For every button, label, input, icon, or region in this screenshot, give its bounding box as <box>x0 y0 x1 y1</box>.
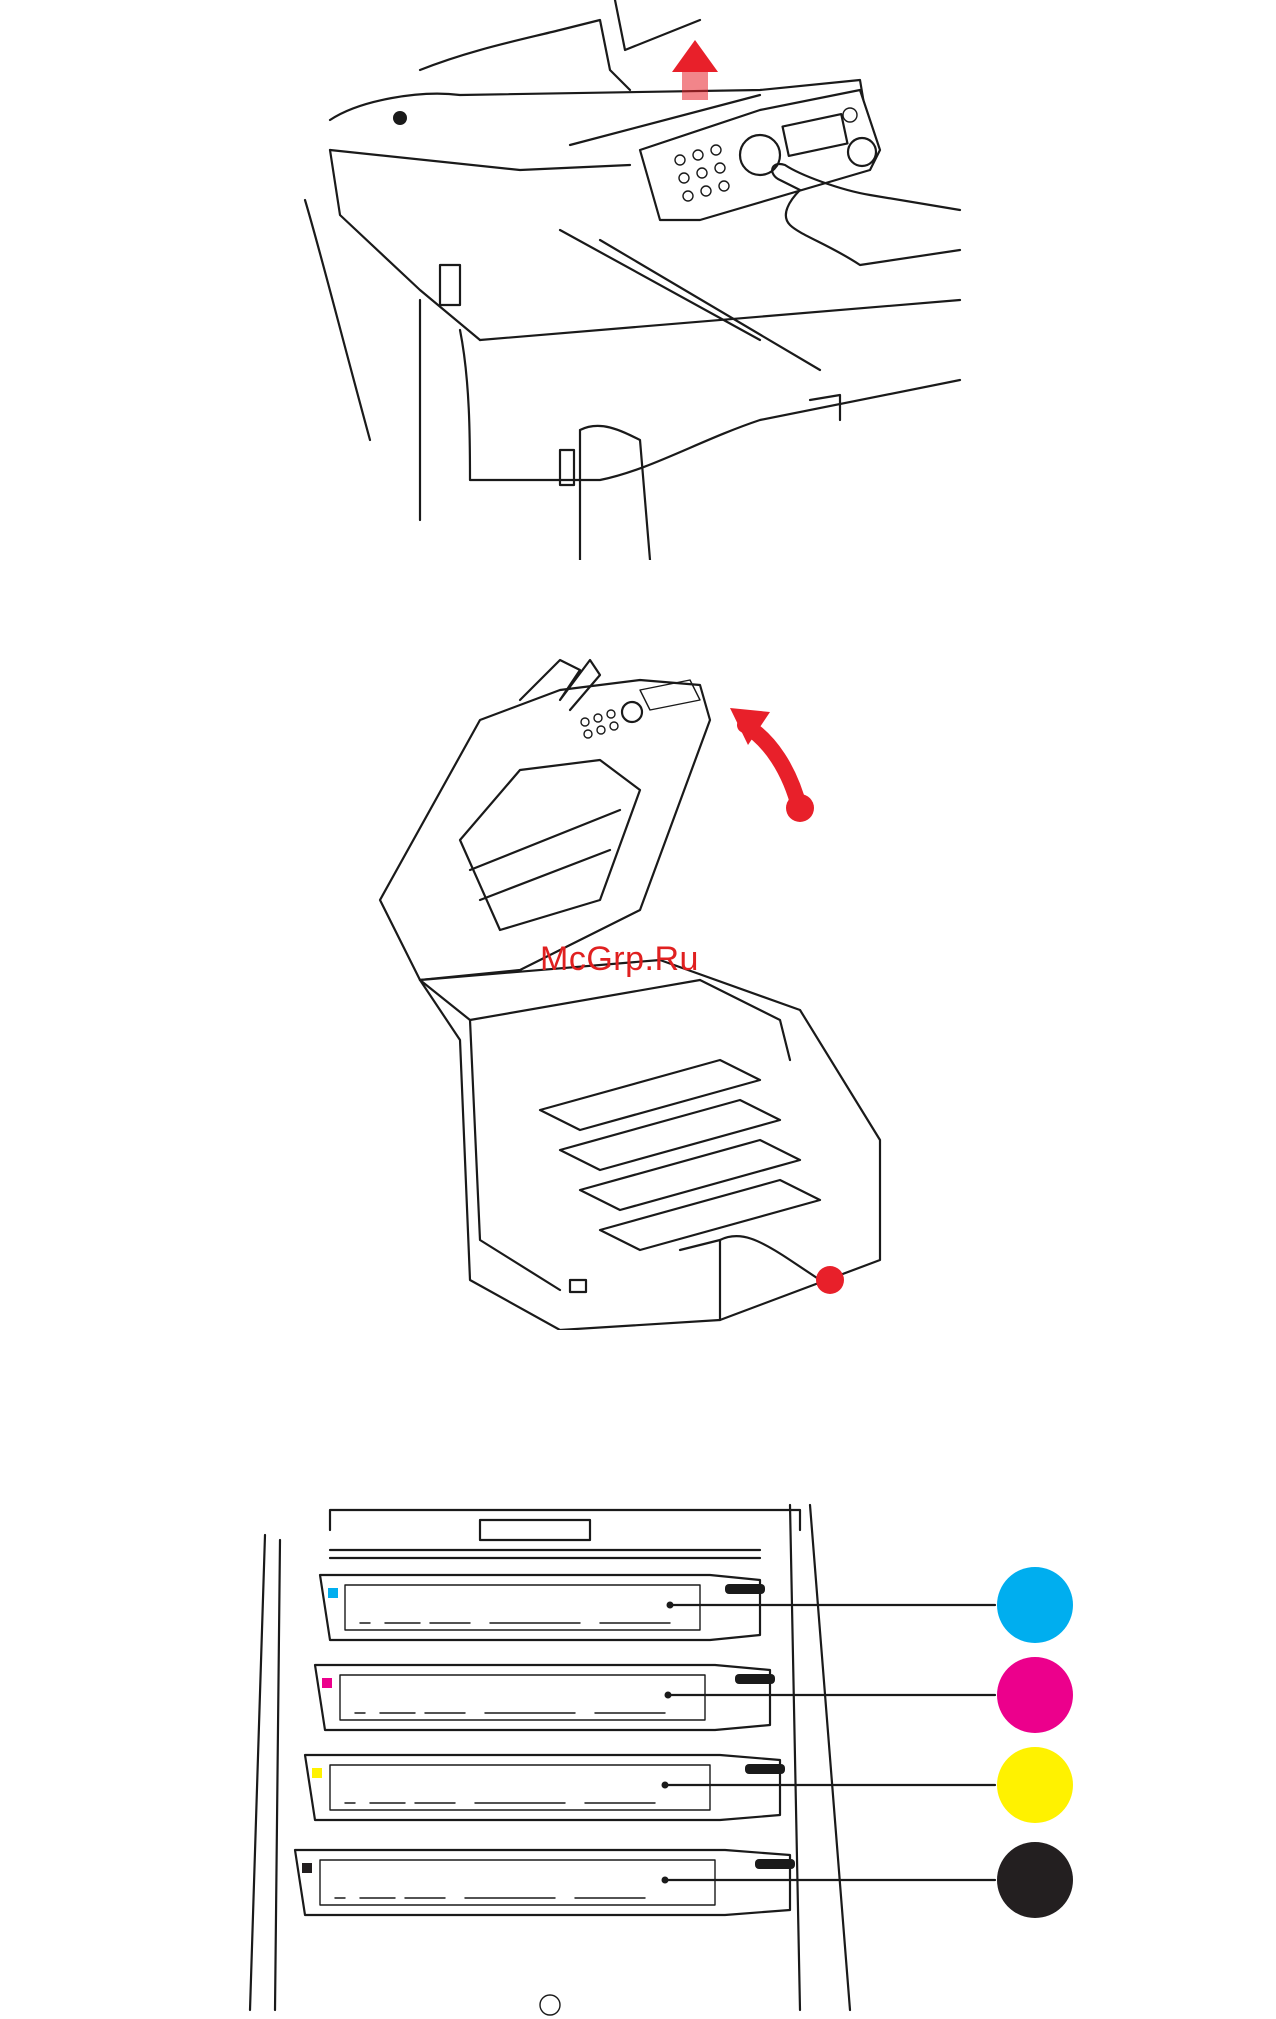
toner-cartridge-yellow <box>305 1755 785 1820</box>
toner-cartridge-magenta <box>315 1665 775 1730</box>
frame-left-rail <box>250 1535 280 2010</box>
magenta-color-swatch <box>322 1678 332 1688</box>
lid-hinge-dot <box>393 111 407 125</box>
toner-cartridge-black <box>295 1850 795 1915</box>
printer-lower-body <box>420 300 650 560</box>
printer-front-drawing <box>0 0 1276 560</box>
output-tray-edge <box>480 300 960 340</box>
raised-scanner-unit <box>380 680 710 980</box>
leader-lines <box>665 1605 995 1880</box>
black-color-swatch <box>302 1863 312 1873</box>
adf-tray-outline <box>420 20 630 90</box>
printer-side-panel <box>330 150 480 340</box>
frame-right-rail <box>790 1505 850 2010</box>
toner-cartridge-layout-illustration <box>0 1480 1276 2019</box>
step-open-top-cover-illustration: McGrp.Ru <box>0 640 1276 1330</box>
open-cover-arrow-icon <box>730 708 814 822</box>
release-point-marker <box>816 1266 844 1294</box>
printer-left-edge <box>305 200 370 440</box>
frame-top-label-slot <box>480 1520 590 1540</box>
step-open-scanner-illustration <box>0 0 1276 560</box>
frame-bottom-screw <box>540 1995 560 2015</box>
magenta-toner-indicator <box>997 1657 1073 1733</box>
control-panel-body <box>640 90 880 220</box>
printer-front-cover <box>460 330 960 480</box>
toner-cartridge-drawing <box>0 1480 1276 2019</box>
yellow-toner-indicator <box>997 1747 1073 1823</box>
output-tray-guides <box>560 230 820 370</box>
toner-cartridge-cyan <box>320 1575 765 1640</box>
watermark-text: McGrp.Ru <box>540 940 699 979</box>
black-toner-indicator <box>997 1842 1073 1918</box>
frame-top-rod <box>330 1550 760 1558</box>
adf-document-guide <box>615 0 700 50</box>
printer-open-drawing <box>0 640 1276 1330</box>
yellow-color-swatch <box>312 1768 322 1778</box>
cyan-color-swatch <box>328 1588 338 1598</box>
side-latch-icon <box>440 265 460 305</box>
cyan-toner-indicator <box>997 1567 1073 1643</box>
scanner-lid-lower-edge <box>330 150 630 170</box>
